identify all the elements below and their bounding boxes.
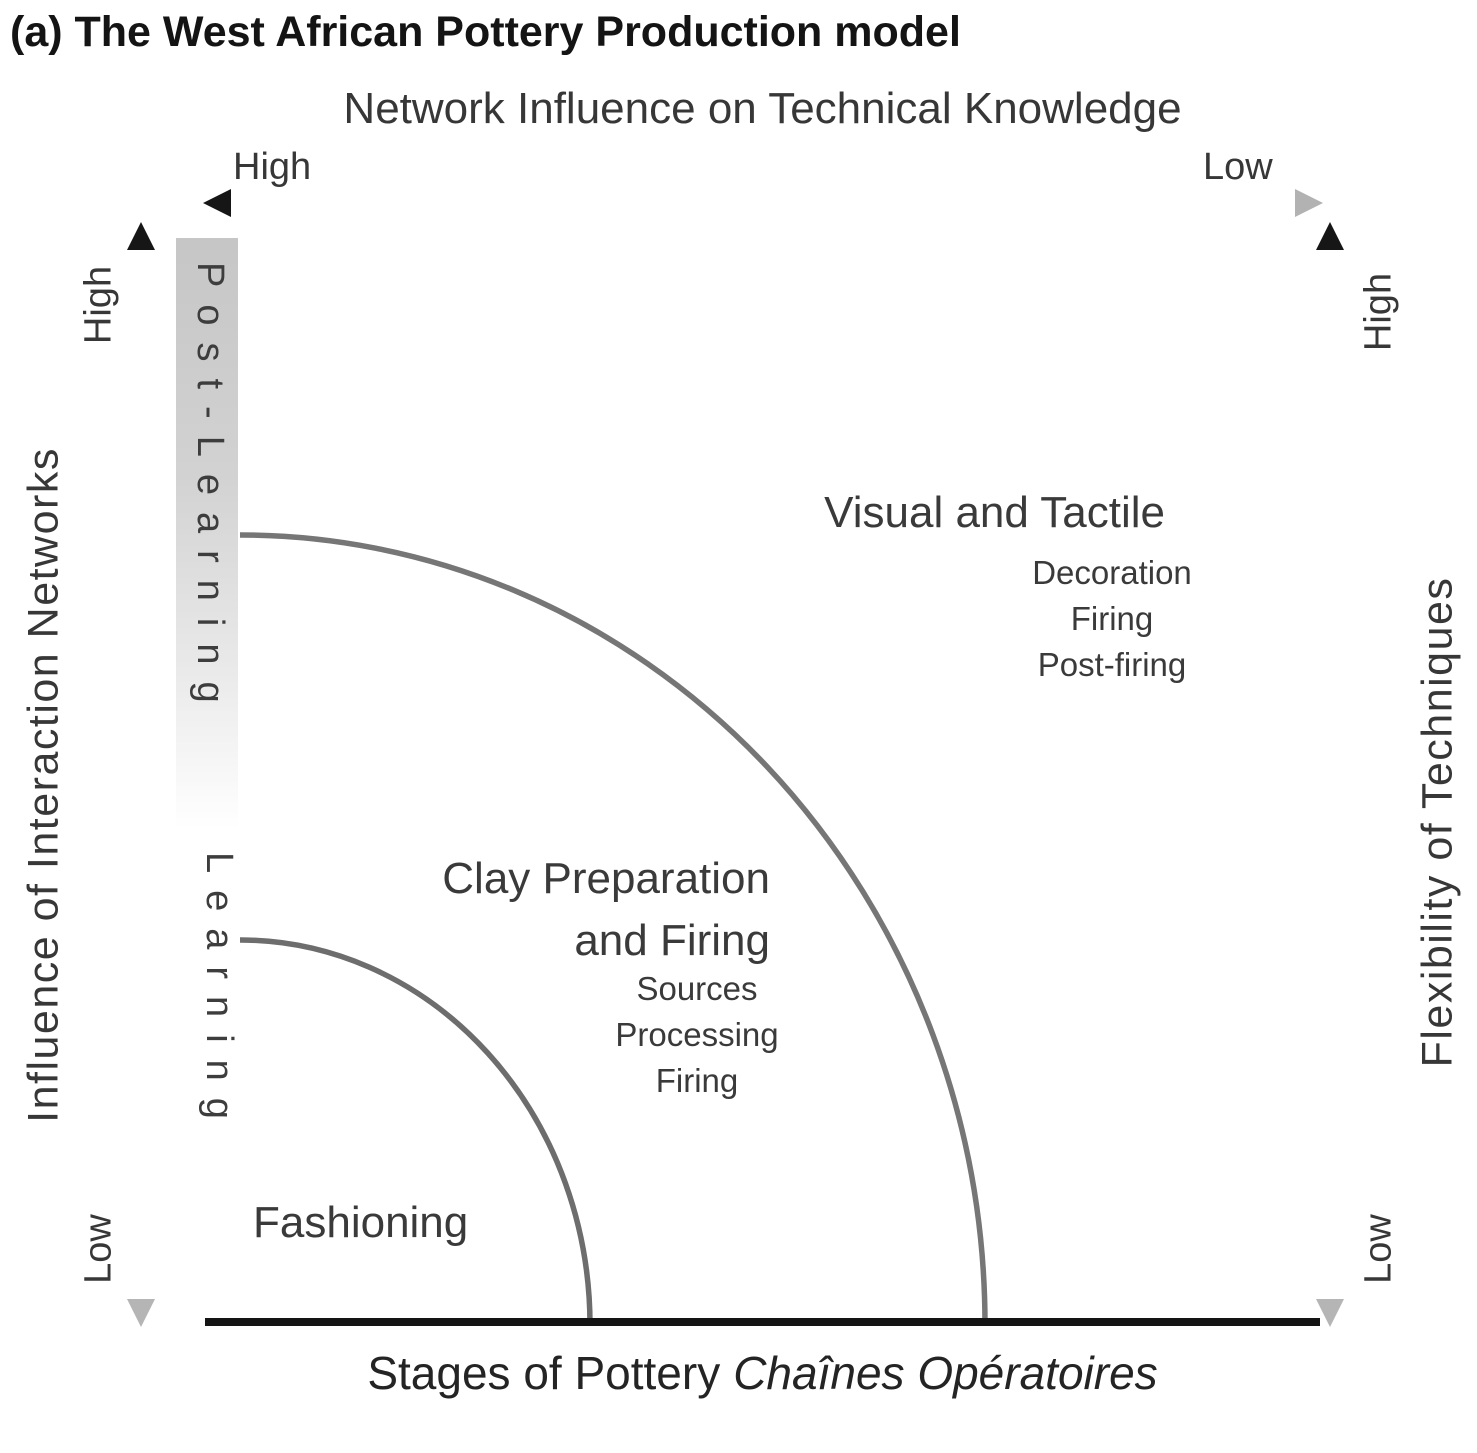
right-arrow-up-head-icon	[1316, 222, 1344, 250]
left-axis-label: Influence of Interaction Networks	[19, 447, 68, 1123]
left-arrow-down-head-icon	[127, 1299, 155, 1327]
left-axis-low-label: Low	[77, 1214, 120, 1284]
top-axis-low-label: Low	[1203, 146, 1273, 188]
left-arrow-up-head-icon	[127, 222, 155, 250]
top-axis-label: Network Influence on Technical Knowledge	[343, 84, 1182, 133]
region-clay-items: Sources Processing Firing	[547, 966, 847, 1104]
right-axis-arrow	[1316, 222, 1344, 1327]
region-item: Sources	[636, 970, 758, 1007]
left-axis-arrow	[127, 222, 155, 1327]
region-clay-title: Clay Preparation and Firing	[370, 848, 770, 972]
figure-title: (a) The West African Pottery Production …	[10, 8, 961, 56]
post-learning-gradient-band	[176, 238, 238, 830]
bottom-axis-label-regular: Stages of Pottery	[367, 1347, 721, 1399]
region-fashioning-title: Fashioning	[253, 1198, 469, 1247]
right-axis-label: Flexibility of Techniques	[1413, 576, 1462, 1068]
top-axis-arrow	[203, 189, 1323, 217]
region-item: Firing	[1070, 600, 1154, 637]
stage-boundary-arcs	[239, 532, 988, 1325]
top-arrow-left-head-icon	[203, 189, 231, 217]
outer-arc	[239, 532, 988, 1325]
region-clay-title-line1: Clay Preparation	[442, 854, 770, 903]
inner-arc	[239, 937, 593, 1325]
learning-phase-label: Learning	[198, 852, 240, 1136]
region-item: Firing	[655, 1062, 739, 1099]
region-visual-tactile-items: Decoration Firing Post-firing	[962, 550, 1262, 688]
region-item: Decoration	[1032, 554, 1192, 591]
top-arrow-right-head-icon	[1295, 189, 1323, 217]
right-axis-high-label: High	[1357, 272, 1400, 352]
post-learning-phase-label: Post-Learning	[189, 262, 231, 720]
bottom-axis-label-italic: Chaînes Opératoires	[733, 1347, 1158, 1399]
region-item: Post-firing	[1037, 646, 1187, 683]
bottom-axis-line	[205, 1318, 1320, 1326]
region-visual-tactile-title: Visual and Tactile	[824, 488, 1165, 537]
region-item: Processing	[615, 1016, 779, 1053]
right-axis-low-label: Low	[1357, 1214, 1400, 1284]
right-arrow-down-head-icon	[1316, 1299, 1344, 1327]
left-axis-high-label: High	[77, 265, 120, 345]
region-clay-title-line2: and Firing	[574, 916, 770, 965]
top-axis-high-label: High	[233, 146, 312, 188]
